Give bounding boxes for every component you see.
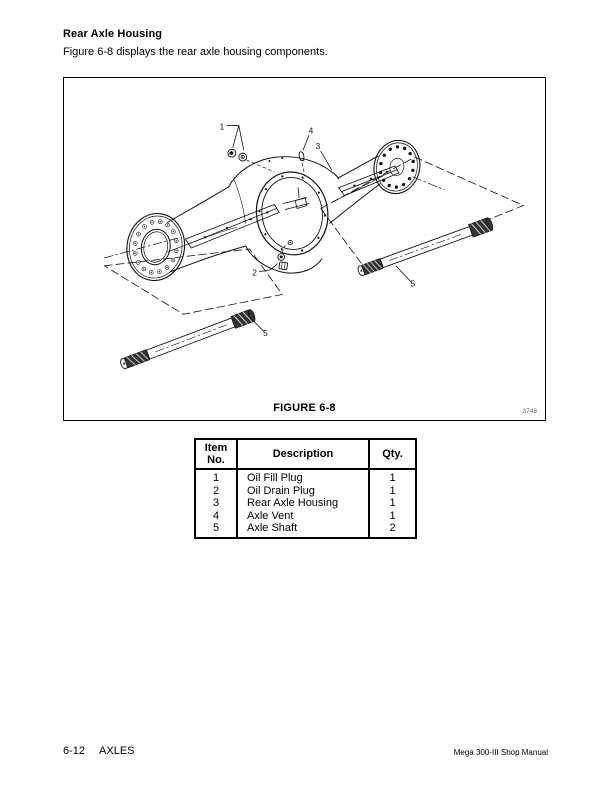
oil-drain-plug (259, 244, 288, 273)
spring-rail-right (338, 165, 400, 197)
cell-qty: 1 (368, 484, 416, 498)
header-qty: Qty. (368, 439, 416, 470)
callout-1: 1 (220, 121, 225, 131)
rear-axle-housing-drawing: 5 5 (103, 121, 524, 370)
leader-3 (320, 150, 333, 171)
cell-item: 4 (212, 509, 220, 522)
footer-page-info: 6-12 AXLES (63, 745, 135, 757)
table-row: 3 Rear Axle Housing 1 (195, 497, 416, 510)
spring-rail-left (184, 204, 280, 249)
callout-4: 4 (309, 125, 314, 135)
wheel-flange-right (373, 139, 421, 195)
callout-5-left: 5 (263, 328, 268, 338)
phantom-plane-right (320, 156, 524, 270)
header-description: Description (236, 439, 369, 470)
figure-6-8-frame: 5 5 (63, 77, 546, 421)
cell-item: 1 (212, 472, 220, 484)
cell-description: Axle Shaft (236, 522, 369, 538)
table-row: 1 Oil Fill Plug 1 (195, 469, 416, 485)
table-row: 2 Oil Drain Plug 1 (195, 484, 416, 498)
footer-page-number: 6-12 (63, 745, 86, 757)
cell-item: 3 (212, 497, 220, 510)
interior-bracket (282, 187, 310, 210)
cell-qty: 1 (368, 509, 416, 523)
cell-qty: 1 (368, 469, 416, 485)
axle-shaft-left (120, 309, 256, 370)
callout-5-right: 5 (410, 279, 415, 289)
cell-description: Oil Fill Plug (236, 469, 369, 485)
cell-description: Rear Axle Housing (236, 497, 369, 510)
figure-reference-number: 3748 (522, 408, 537, 415)
intro-text: Figure 6-8 displays the rear axle housin… (63, 46, 328, 58)
leader-5-left (253, 320, 264, 332)
footer-manual-title: Mega 300-III Shop Manual (453, 748, 548, 757)
centerline-right (412, 176, 445, 191)
table-row: 5 Axle Shaft 2 (195, 522, 416, 538)
table-row: 4 Axle Vent 1 (195, 509, 416, 523)
phantom-plane-left (103, 248, 283, 315)
cell-description: Oil Drain Plug (236, 484, 369, 498)
axle-shaft-right (357, 217, 494, 277)
cell-description: Axle Vent (236, 509, 369, 523)
cell-item: 2 (212, 484, 220, 497)
footer-section: AXLES (99, 745, 135, 757)
page-title: Rear Axle Housing (63, 28, 163, 40)
axle-vent (298, 134, 310, 177)
callout-2: 2 (252, 268, 257, 278)
callout-3: 3 (316, 141, 321, 151)
cell-qty: 2 (368, 522, 416, 538)
cell-qty: 1 (368, 497, 416, 510)
differential-ring (255, 171, 329, 256)
leader-5-right (395, 265, 412, 283)
cell-item: 5 (212, 522, 220, 535)
figure-caption: FIGURE 6-8 (273, 402, 336, 414)
oil-fill-plug (226, 125, 275, 173)
